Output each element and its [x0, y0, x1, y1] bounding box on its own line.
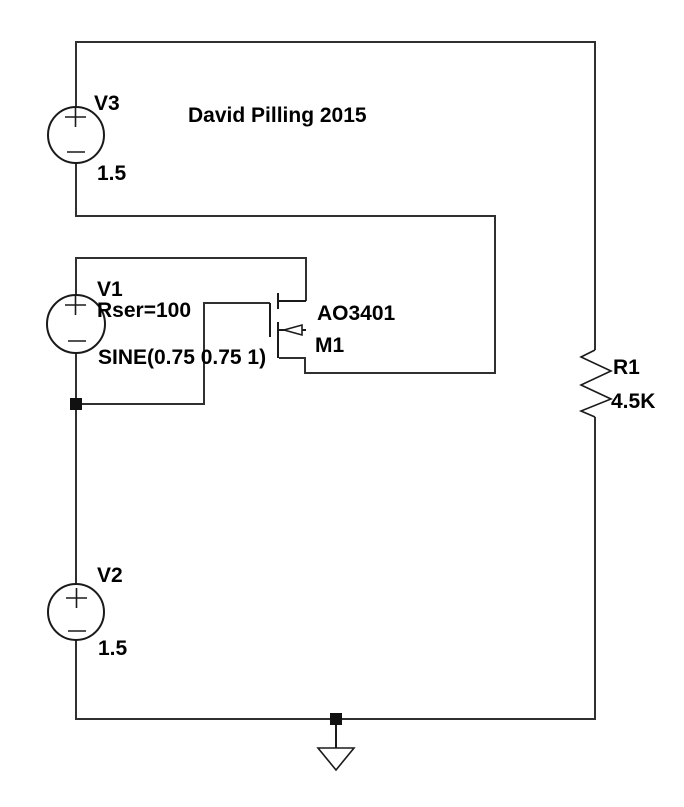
component-value[interactable]: 1.5	[98, 637, 128, 660]
wire-node-to-gate[interactable]	[76, 302, 270, 405]
wire-v1-to-source[interactable]	[75, 257, 307, 301]
ground-symbol[interactable]	[316, 713, 356, 772]
component-label[interactable]: R1	[613, 356, 640, 379]
component-label[interactable]: V1	[97, 278, 123, 301]
credit-annotation[interactable]: David Pilling 2015	[188, 104, 367, 127]
pmos-arrow-icon	[281, 323, 303, 337]
component-value[interactable]: 4.5K	[611, 390, 655, 413]
plus-icon	[65, 107, 86, 127]
component-value[interactable]: 1.5	[97, 162, 127, 185]
junction-dot	[330, 713, 342, 725]
ground-triangle-icon	[316, 747, 356, 772]
voltage-source-v3[interactable]: V3 1.5	[47, 92, 127, 185]
junction-dot	[70, 398, 82, 410]
component-param[interactable]: Rser=100	[97, 299, 191, 322]
voltage-source-v1[interactable]: V1 Rser=100 SINE(0.75 0.75 1)	[46, 278, 266, 369]
resistor-zigzag[interactable]	[578, 349, 614, 418]
component-label[interactable]: V3	[94, 92, 120, 115]
wire-top-rail[interactable]	[75, 41, 596, 350]
component-model[interactable]: AO3401	[317, 302, 396, 325]
wire-v3-to-drain[interactable]	[75, 163, 496, 374]
wire-bottom-rail[interactable]	[75, 417, 596, 720]
pmos-transistor-m1[interactable]: AO3401 M1	[269, 293, 396, 358]
plus-icon	[65, 295, 86, 315]
voltage-source-v2[interactable]: V2 1.5	[47, 564, 128, 660]
component-value[interactable]: SINE(0.75 0.75 1)	[98, 346, 266, 369]
plus-icon	[66, 588, 87, 608]
resistor-r1[interactable]: R1 4.5K	[578, 349, 655, 418]
component-label[interactable]: M1	[315, 334, 344, 357]
voltage-source-body[interactable]	[47, 583, 105, 641]
component-label[interactable]: V2	[97, 564, 123, 587]
